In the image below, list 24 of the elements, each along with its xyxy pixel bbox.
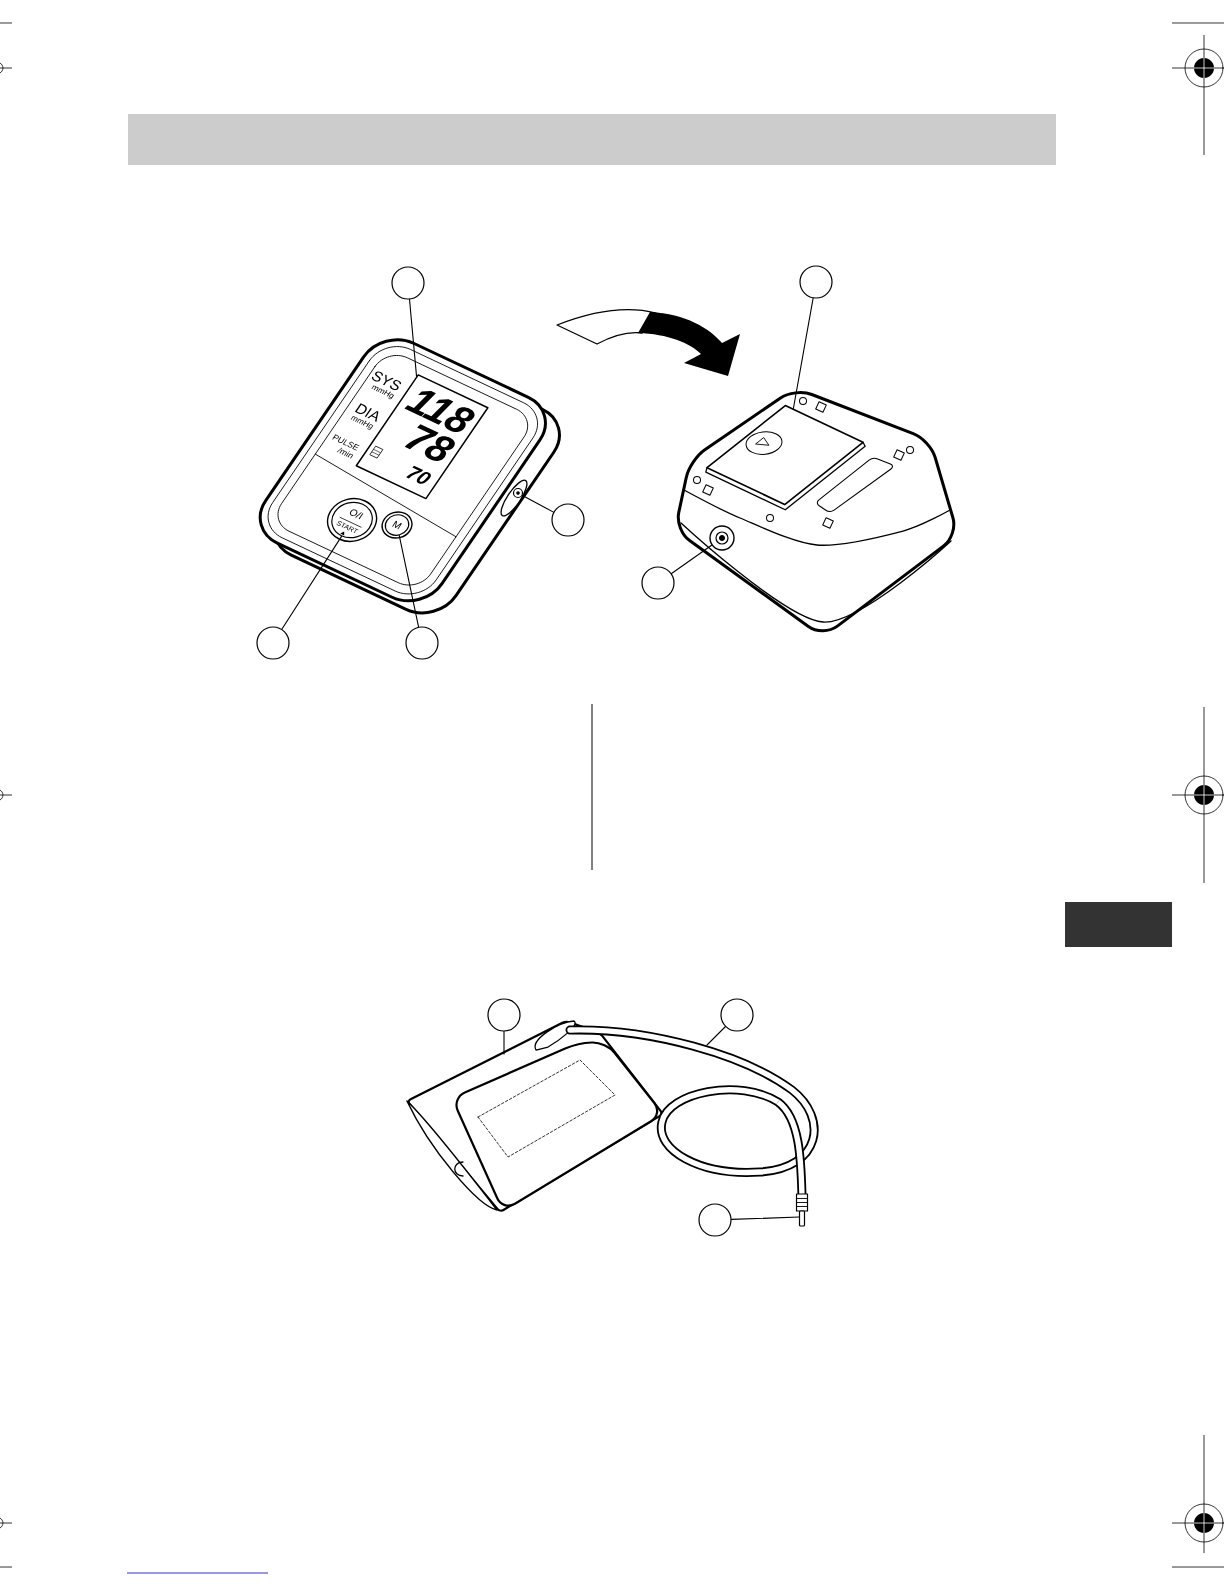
callout-circle bbox=[698, 1203, 732, 1237]
battery-cover bbox=[705, 404, 866, 511]
arm-cuff bbox=[406, 1020, 663, 1212]
callout-circle bbox=[720, 998, 754, 1032]
leader-line bbox=[503, 1031, 505, 1055]
callout-circle bbox=[799, 265, 833, 299]
leader-line bbox=[281, 535, 343, 630]
callout-circle bbox=[641, 566, 675, 600]
m-button: M bbox=[381, 511, 413, 539]
callout-circle bbox=[487, 998, 521, 1032]
leader-line bbox=[706, 1026, 726, 1046]
air-jack bbox=[709, 525, 735, 551]
leader-line bbox=[398, 534, 420, 628]
side-jack bbox=[500, 479, 528, 517]
leader-line bbox=[792, 297, 814, 410]
leader-line bbox=[731, 1216, 800, 1220]
air-plug bbox=[795, 1193, 809, 1227]
callout-circle bbox=[256, 626, 290, 660]
callout-circle bbox=[405, 626, 439, 660]
callout-circle bbox=[551, 503, 585, 537]
callout-circle bbox=[391, 266, 425, 300]
leader-line bbox=[671, 544, 713, 574]
section-tab bbox=[1065, 902, 1172, 947]
leader-line bbox=[521, 494, 554, 513]
